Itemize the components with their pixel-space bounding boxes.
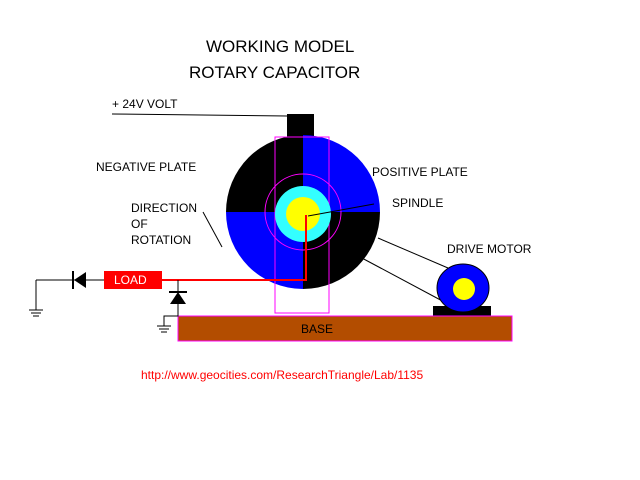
direction-label-line-2: OF <box>131 217 148 231</box>
drive-belt-upper <box>377 237 449 269</box>
direction-label-line-1: DIRECTION <box>131 201 197 215</box>
rotation-leader-line <box>202 211 223 248</box>
base-label: BASE <box>301 322 333 336</box>
diode-symbol <box>74 272 86 288</box>
zener-ground-wire <box>163 304 179 326</box>
negative-plate-top-left <box>226 135 303 212</box>
load-box <box>104 271 162 289</box>
base-plate <box>177 315 513 342</box>
drive-motor-label: DRIVE MOTOR <box>447 242 532 256</box>
title-line-1: WORKING MODEL <box>206 37 354 56</box>
source-url[interactable]: http://www.geocities.com/ResearchTriangl… <box>141 368 423 382</box>
drive-motor <box>433 263 491 316</box>
load-circuit: LOAD <box>29 271 187 333</box>
negative-plate-label: NEGATIVE PLATE <box>96 160 196 174</box>
spindle-label: SPINDLE <box>392 196 443 210</box>
drive-belt-lower <box>359 256 449 305</box>
title-line-2: ROTARY CAPACITOR <box>189 63 360 82</box>
spindle-leader-line <box>307 203 375 217</box>
voltage-label: + 24V VOLT <box>112 97 178 111</box>
load-label: LOAD <box>114 273 147 287</box>
brush-contact-outline <box>274 136 330 314</box>
positive-plate-label: POSITIVE PLATE <box>372 165 468 179</box>
spindle-outer-ring <box>264 173 342 251</box>
voltage-wire <box>111 113 288 117</box>
zener-diode-symbol <box>170 292 186 304</box>
direction-label-line-3: ROTATION <box>131 233 191 247</box>
motor-core <box>453 278 475 300</box>
spindle-yellow-core <box>286 197 320 231</box>
spindle-to-load-wire <box>162 215 307 281</box>
positive-plate-top-right <box>303 135 380 212</box>
